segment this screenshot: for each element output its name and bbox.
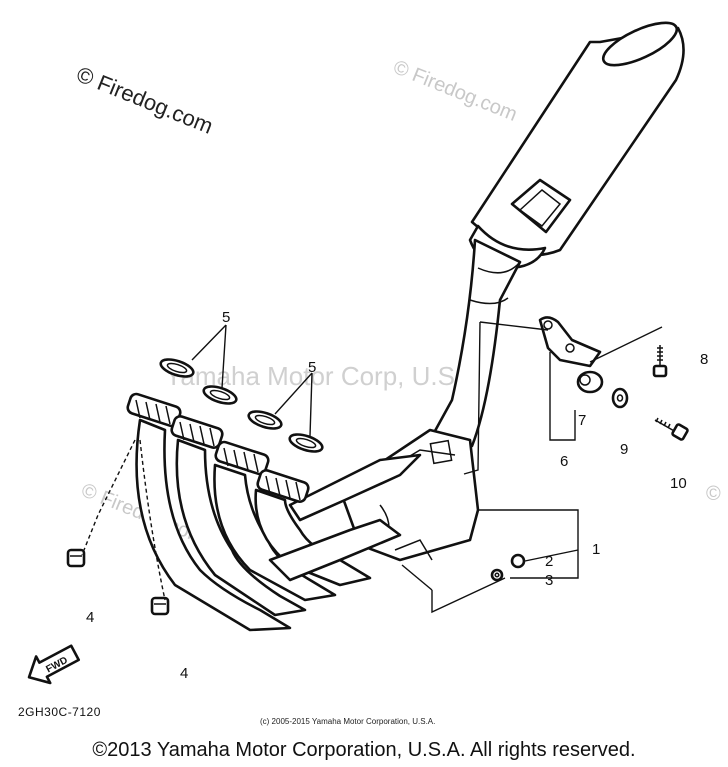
damper: [576, 370, 604, 394]
clamp-3: [214, 440, 270, 476]
callout-3: 3: [545, 572, 553, 589]
footer-copyright: ©2013 Yamaha Motor Corporation, U.S.A. A…: [92, 739, 635, 761]
fwd-arrow: FWD: [27, 644, 81, 685]
leader-lines: [81, 321, 663, 614]
callout-9: 9: [620, 441, 628, 458]
clamp-4: [256, 469, 310, 503]
rear-pipe: [428, 238, 522, 448]
callout-6: 6: [560, 453, 568, 470]
nut-4-lower: [150, 596, 170, 616]
watermark-mid-right: ©: [706, 483, 721, 505]
watermark-top-left: © Firedog.com: [73, 61, 216, 138]
bolt-2: [510, 553, 526, 569]
callout-5-left: 5: [222, 309, 230, 326]
callout-10: 10: [670, 475, 687, 492]
bracket: [538, 316, 602, 368]
header-pipes: [135, 418, 422, 632]
diagram-code: 2GH30C-7120: [18, 705, 101, 719]
nut-4-upper: [66, 548, 86, 568]
gaskets: [159, 358, 324, 453]
callout-4-upper: 4: [86, 609, 94, 626]
callout-labels: 1 2 3 4 4 5 5 6 7 8 9 10: [86, 309, 708, 682]
bolt-8: [652, 345, 668, 378]
washer-9: [611, 387, 629, 409]
washer-3: [490, 568, 504, 582]
callout-2: 2: [545, 553, 553, 570]
callout-4-lower: 4: [180, 665, 188, 682]
callout-7: 7: [578, 412, 586, 429]
clamp-2: [170, 415, 224, 449]
small-copyright: (c) 2005-2015 Yamaha Motor Corporation, …: [260, 717, 435, 726]
callout-8: 8: [700, 351, 708, 368]
bolt-10: [654, 417, 689, 441]
muffler: [468, 21, 685, 270]
pipe-clamps: [126, 392, 310, 503]
watermark-center: Yamaha Motor Corp, U.S.A.: [165, 361, 487, 391]
callout-5-right: 5: [308, 359, 316, 376]
watermark-top-right: © Firedog.com: [390, 56, 520, 126]
callout-1: 1: [592, 541, 600, 558]
